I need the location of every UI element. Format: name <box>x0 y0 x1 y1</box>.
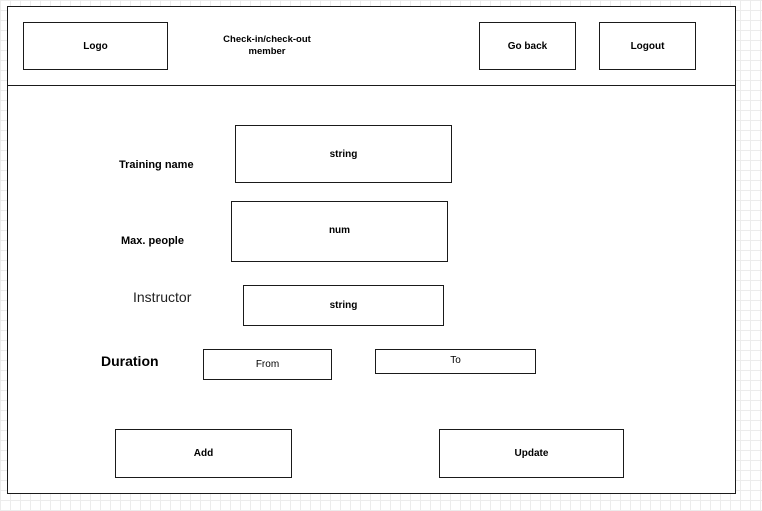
duration-label: Duration <box>101 353 159 369</box>
logout-button[interactable]: Logout <box>599 22 696 70</box>
update-label: Update <box>514 448 549 459</box>
instructor-value: string <box>329 300 358 311</box>
page-title-line1: Check-in/check-out <box>223 34 311 45</box>
max-people-label: Max. people <box>121 235 184 247</box>
go-back-label: Go back <box>507 40 548 52</box>
duration-to-value: To <box>450 355 461 366</box>
duration-from-field[interactable]: From <box>203 349 332 380</box>
duration-to-field[interactable]: To <box>375 349 536 374</box>
page-title: Check-in/check-out member <box>217 34 317 58</box>
max-people-field[interactable]: num <box>231 201 448 262</box>
add-label: Add <box>193 448 214 459</box>
instructor-field[interactable]: string <box>243 285 444 326</box>
max-people-value: num <box>328 225 351 236</box>
logo-label: Logo <box>83 40 108 52</box>
training-name-value: string <box>329 148 358 160</box>
add-button[interactable]: Add <box>115 429 292 478</box>
logo: Logo <box>23 22 168 70</box>
instructor-label: Instructor <box>133 289 192 305</box>
go-back-button[interactable]: Go back <box>479 22 576 70</box>
training-name-field[interactable]: string <box>235 125 452 183</box>
header-divider <box>7 85 736 86</box>
duration-from-value: From <box>255 359 280 370</box>
logout-label: Logout <box>630 40 665 52</box>
update-button[interactable]: Update <box>439 429 624 478</box>
training-name-label: Training name <box>119 159 194 171</box>
page-title-line2: member <box>248 46 286 57</box>
